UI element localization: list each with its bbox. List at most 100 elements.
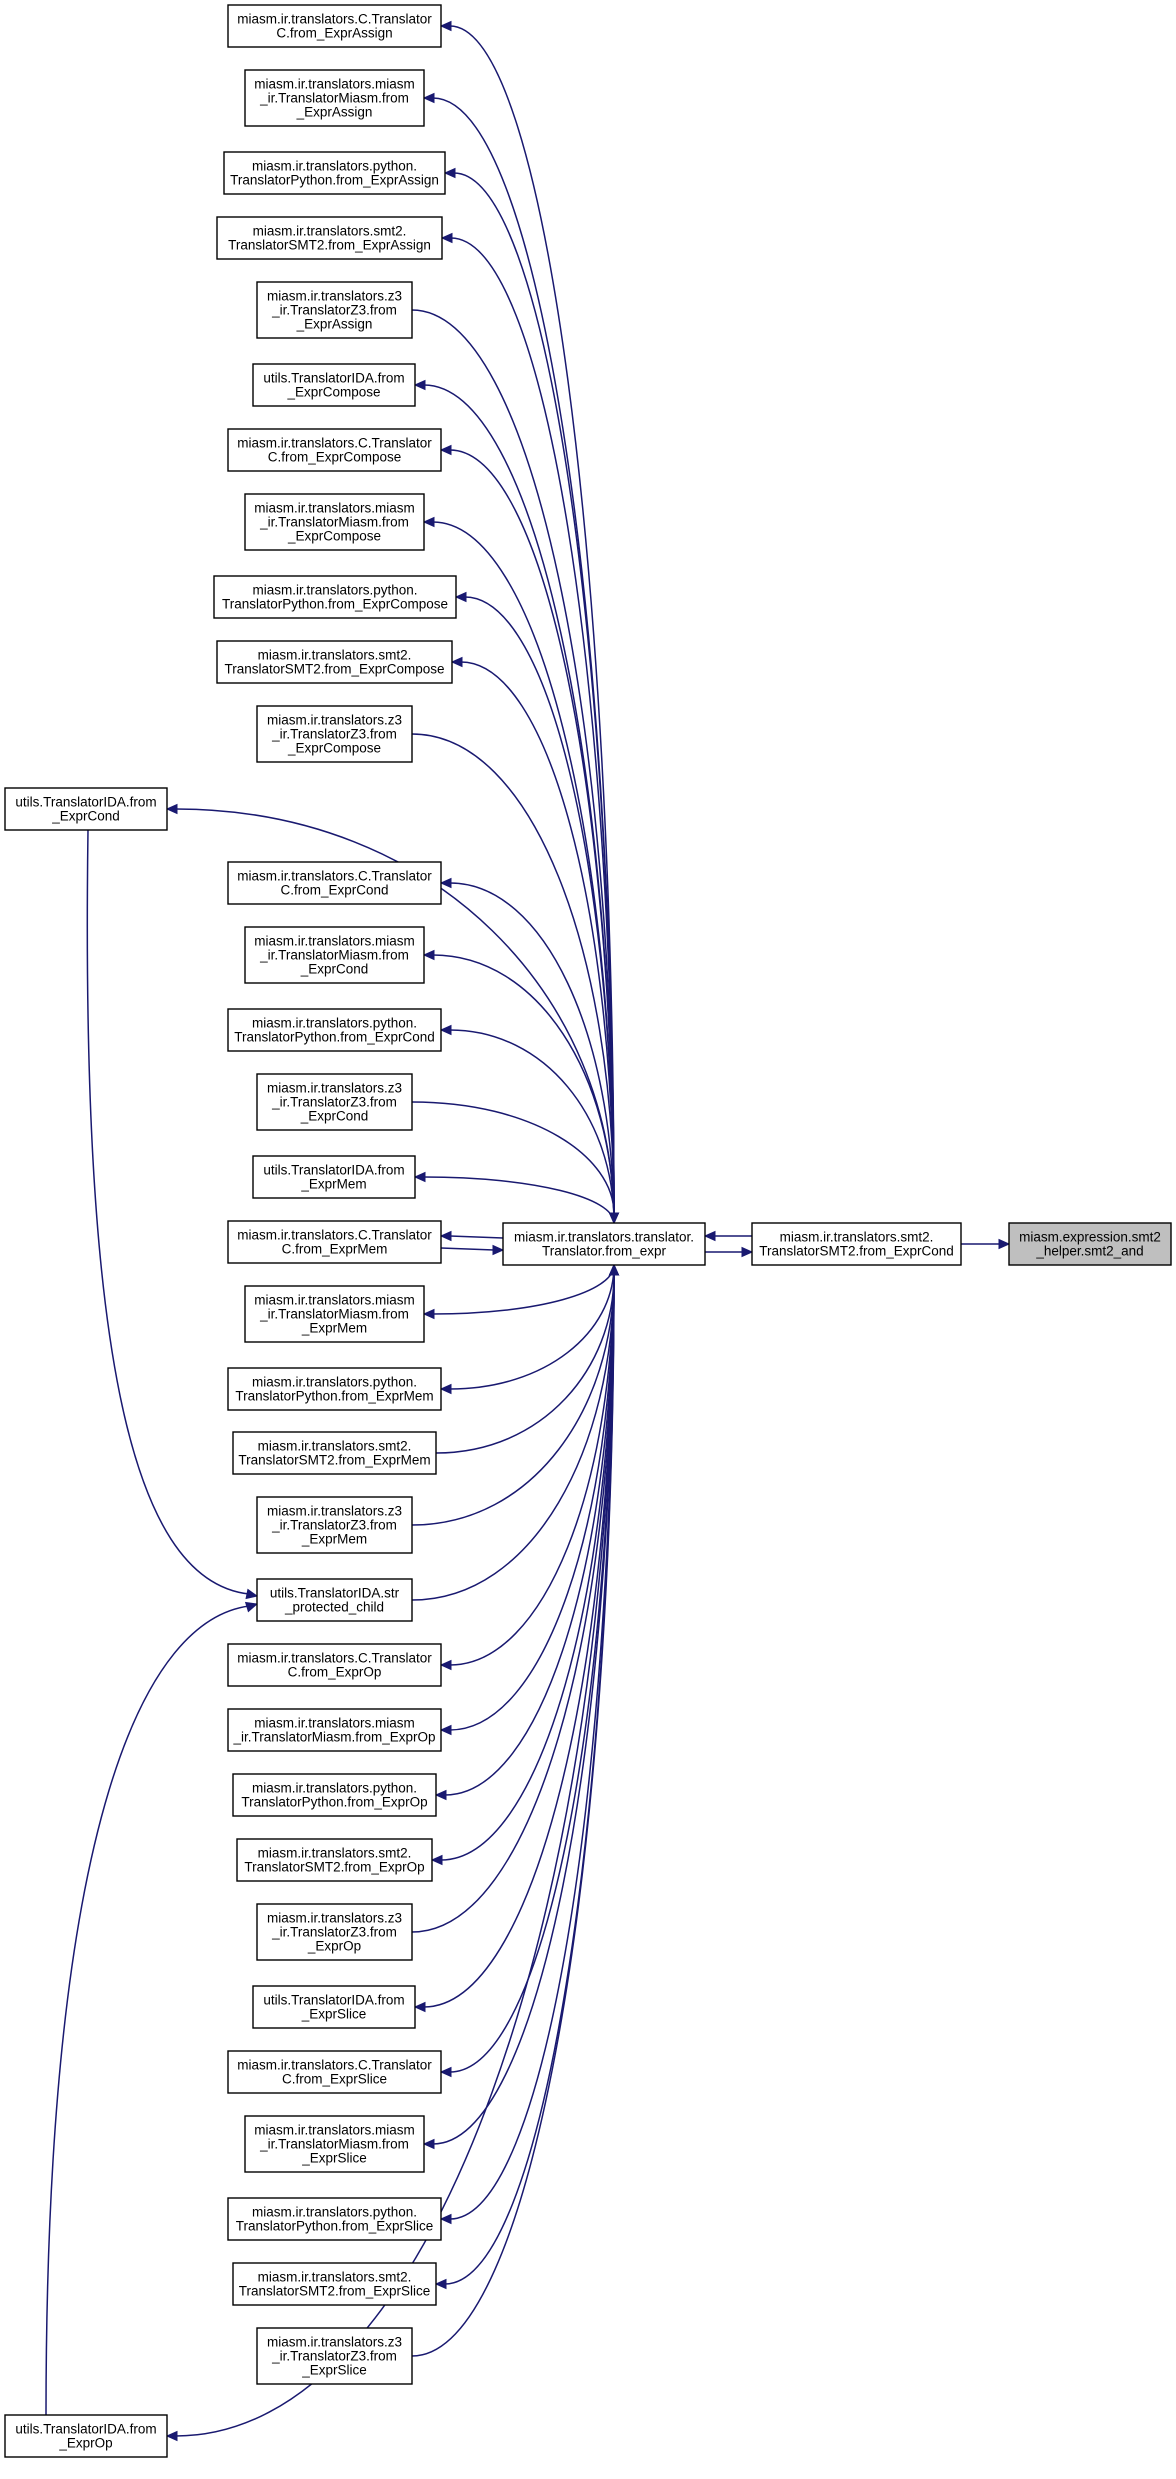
node-label-line: utils.TranslatorIDA.str <box>270 1586 400 1601</box>
node-z3_compose[interactable]: miasm.ir.translators.z3_ir.TranslatorZ3.… <box>256 705 413 763</box>
edge-ida_str-to-from_expr <box>411 1263 620 1601</box>
node-box <box>4 787 168 831</box>
node-smt2_slice[interactable]: miasm.ir.translators.smt2.TranslatorSMT2… <box>232 2262 437 2306</box>
node-miasm_compose[interactable]: miasm.ir.translators.miasm_ir.Translator… <box>244 493 425 551</box>
node-box <box>232 2262 437 2306</box>
edge-from_expr-to-smt2_fromcond_main <box>705 1246 754 1258</box>
node-ida_op[interactable]: utils.TranslatorIDA.from_ExprOp <box>4 2414 168 2458</box>
node-box <box>244 926 425 984</box>
node-label-line: C.from_ExprOp <box>288 1665 382 1680</box>
edge-from_expr-to-python_slice <box>439 1264 615 2225</box>
node-smt2_fromcond_main[interactable]: miasm.ir.translators.smt2.TranslatorSMT2… <box>751 1222 962 1266</box>
edge-arrowhead <box>413 379 426 391</box>
node-box <box>227 1008 442 1052</box>
edge-line <box>432 1264 615 2145</box>
edge-arrowhead <box>165 803 178 815</box>
node-python_cond[interactable]: miasm.ir.translators.python.TranslatorPy… <box>227 1008 442 1052</box>
node-label-line: _ExprCond <box>300 1109 369 1124</box>
node-z3_slice[interactable]: miasm.ir.translators.z3_ir.TranslatorZ3.… <box>256 2327 413 2385</box>
node-smt2_compose[interactable]: miasm.ir.translators.smt2.TranslatorSMT2… <box>216 640 453 684</box>
node-label-line: _ir.TranslatorZ3.from <box>271 2349 397 2364</box>
edge-line <box>411 1273 615 1601</box>
node-python_mem[interactable]: miasm.ir.translators.python.TranslatorPy… <box>227 1367 442 1411</box>
node-label-line: miasm.ir.translators.miasm <box>254 1716 415 1731</box>
node-label-line: miasm.ir.translators.z3 <box>267 1911 402 1926</box>
node-ida_str[interactable]: utils.TranslatorIDA.str_protected_child <box>256 1578 413 1622</box>
node-z3_mem[interactable]: miasm.ir.translators.z3_ir.TranslatorZ3.… <box>256 1496 413 1554</box>
node-z3_cond[interactable]: miasm.ir.translators.z3_ir.TranslatorZ3.… <box>256 1073 413 1131</box>
node-miasm_op[interactable]: miasm.ir.translators.miasm_ir.Translator… <box>227 1708 442 1752</box>
node-label-line: _ir.TranslatorZ3.from <box>271 1518 397 1533</box>
node-box <box>244 493 425 551</box>
edge-line <box>449 1264 615 1390</box>
node-label-line: _protected_child <box>284 1600 384 1615</box>
node-label-line: miasm.ir.translators.miasm <box>254 501 415 516</box>
node-smt2_op[interactable]: miasm.ir.translators.smt2.TranslatorSMT2… <box>236 1838 433 1882</box>
node-label-line: utils.TranslatorIDA.from <box>15 795 156 810</box>
node-label-line: utils.TranslatorIDA.from <box>263 371 404 386</box>
node-box <box>252 1155 416 1199</box>
node-label-line: _ExprCompose <box>287 741 381 756</box>
node-label-line: miasm.ir.translators.python. <box>252 1781 417 1796</box>
edge-line <box>449 882 615 1224</box>
edge-arrowhead <box>165 2430 178 2442</box>
node-smt2_mem[interactable]: miasm.ir.translators.smt2.TranslatorSMT2… <box>232 1431 437 1475</box>
node-miasm_slice[interactable]: miasm.ir.translators.miasm_ir.Translator… <box>244 2115 425 2173</box>
node-label-line: miasm.ir.translators.python. <box>252 1375 417 1390</box>
node-c_assign[interactable]: miasm.ir.translators.C.TranslatorC.from_… <box>227 4 442 48</box>
edge-z3_compose-to-from_expr <box>411 733 620 1225</box>
node-box <box>244 2115 425 2173</box>
edge-arrowhead <box>422 949 435 961</box>
node-label-line: miasm.ir.translators.miasm <box>254 77 415 92</box>
node-z3_assign[interactable]: miasm.ir.translators.z3_ir.TranslatorZ3.… <box>256 281 413 339</box>
node-box <box>227 861 442 905</box>
node-python_slice[interactable]: miasm.ir.translators.python.TranslatorPy… <box>227 2197 442 2241</box>
node-label-line: _ir.TranslatorZ3.from <box>271 1095 397 1110</box>
node-c_cond[interactable]: miasm.ir.translators.C.TranslatorC.from_… <box>227 861 442 905</box>
node-ida_slice[interactable]: utils.TranslatorIDA.from_ExprSlice <box>252 1985 416 2029</box>
node-smt2_assign[interactable]: miasm.ir.translators.smt2.TranslatorSMT2… <box>216 216 443 260</box>
edge-layer <box>45 20 1011 2442</box>
edge-line <box>411 1101 615 1215</box>
edge-line <box>411 1273 615 2357</box>
edge-from_expr-to-c_cond <box>439 877 615 1224</box>
edge-line <box>444 1264 615 1796</box>
node-miasm_cond[interactable]: miasm.ir.translators.miasm_ir.Translator… <box>244 926 425 984</box>
node-label-line: miasm.ir.translators.C.Translator <box>237 1651 432 1666</box>
node-c_mem[interactable]: miasm.ir.translators.C.TranslatorC.from_… <box>227 1220 442 1264</box>
node-c_op[interactable]: miasm.ir.translators.C.TranslatorC.from_… <box>227 1643 442 1687</box>
edge-from_expr-to-python_assign <box>443 167 615 1224</box>
edge-from_expr-to-python_compose <box>454 591 615 1224</box>
edge-c_mem-to-from_expr <box>440 1244 505 1256</box>
node-box <box>256 281 413 339</box>
node-box <box>236 1838 433 1882</box>
edge-line <box>450 237 615 1224</box>
node-layer: miasm.expression.smt2_helper.smt2_andmia… <box>4 4 1172 2458</box>
edge-line <box>175 1264 615 2437</box>
node-ida_mem[interactable]: utils.TranslatorIDA.from_ExprMem <box>252 1155 416 1199</box>
node-ida_cond[interactable]: utils.TranslatorIDA.from_ExprCond <box>4 787 168 831</box>
edge-from_expr-to-smt2_slice <box>434 1264 615 2290</box>
edge-line <box>440 1247 495 1251</box>
node-python_compose[interactable]: miasm.ir.translators.python.TranslatorPy… <box>213 575 457 619</box>
node-from_expr[interactable]: miasm.ir.translators.translator.Translat… <box>502 1222 706 1266</box>
edge-arrowhead <box>439 1230 452 1242</box>
node-python_assign[interactable]: miasm.ir.translators.python.TranslatorPy… <box>223 151 446 195</box>
node-c_slice[interactable]: miasm.ir.translators.C.TranslatorC.from_… <box>227 2050 442 2094</box>
edge-from_expr-to-smt2_op <box>430 1264 615 1866</box>
edge-line <box>86 829 250 1595</box>
node-box <box>232 1773 437 1817</box>
node-label-line: TranslatorPython.from_ExprCond <box>234 1030 435 1045</box>
edge-line <box>449 1235 504 1239</box>
node-miasm_assign[interactable]: miasm.ir.translators.miasm_ir.Translator… <box>244 69 425 127</box>
edge-from_expr-to-smt2_assign <box>440 232 615 1224</box>
node-miasm_mem[interactable]: miasm.ir.translators.miasm_ir.Translator… <box>244 1285 425 1343</box>
node-python_op[interactable]: miasm.ir.translators.python.TranslatorPy… <box>232 1773 437 1817</box>
node-box <box>1008 1222 1172 1266</box>
node-ida_compose[interactable]: utils.TranslatorIDA.from_ExprCompose <box>252 363 416 407</box>
edge-from_expr-to-ida_slice <box>413 1264 615 2013</box>
node-c_compose[interactable]: miasm.ir.translators.C.TranslatorC.from_… <box>227 428 442 472</box>
edge-line <box>440 1264 615 1861</box>
node-z3_op[interactable]: miasm.ir.translators.z3_ir.TranslatorZ3.… <box>256 1903 413 1961</box>
